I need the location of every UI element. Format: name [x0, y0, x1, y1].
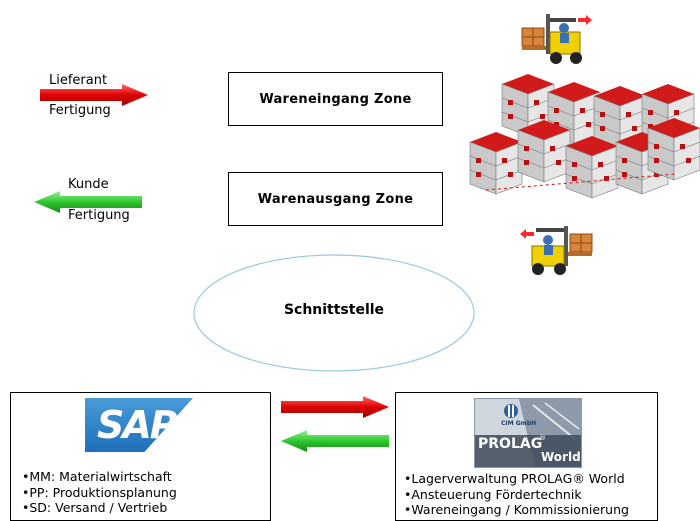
label-fertigung-1: Fertigung: [49, 103, 111, 118]
prolag-logo-graphic: [475, 399, 581, 467]
forklift-icon: [521, 14, 592, 64]
zone-warenausgang: Warenausgang Zone: [228, 172, 443, 226]
warehouse-racks-icon: [469, 73, 700, 199]
prolag-logo-reg: ®: [539, 434, 546, 442]
prolag-logo-sub: World: [541, 450, 581, 464]
forklift-icon-2: [520, 226, 593, 275]
prolag-logo-text: PROLAG: [478, 436, 543, 452]
sap-item-sd: •SD: Versand / Vertrieb: [22, 500, 168, 515]
prolag-item-foerdertechnik: •Ansteuerung Fördertechnik: [404, 486, 582, 502]
prolag-item-wareneingang: •Wareneingang / Kommissionierung: [404, 502, 629, 517]
interface-label: Schnittstelle: [283, 302, 385, 318]
prolag-logo: CIM GmbH PROLAG ® World: [474, 398, 582, 468]
interface-ellipse: [193, 254, 475, 372]
connector-arrow-left-icon: [281, 430, 389, 452]
sap-module-list: •MM: Materialwirtschaft •PP: Produktions…: [22, 469, 177, 516]
sap-item-pp: •PP: Produktionsplanung: [22, 484, 177, 500]
prolag-item-lagerverwaltung: •Lagerverwaltung PROLAG® World: [404, 471, 625, 486]
sap-panel: [10, 392, 271, 521]
prolag-logo-small: CIM GmbH: [501, 420, 537, 427]
prolag-function-list: •Lagerverwaltung PROLAG® World •Ansteuer…: [404, 471, 629, 518]
sap-item-mm: •MM: Materialwirtschaft: [22, 469, 172, 484]
zone-warenausgang-label: Warenausgang Zone: [257, 191, 414, 207]
label-fertigung-2: Fertigung: [68, 208, 130, 223]
red-arrow-right-icon: [40, 84, 148, 106]
label-kunde: Kunde: [68, 177, 109, 192]
zone-wareneingang-label: Wareneingang Zone: [259, 91, 412, 107]
zone-wareneingang: Wareneingang Zone: [228, 72, 443, 126]
label-lieferant: Lieferant: [49, 73, 108, 88]
green-arrow-left-icon: [34, 191, 142, 213]
connector-arrow-right-icon: [281, 396, 389, 418]
